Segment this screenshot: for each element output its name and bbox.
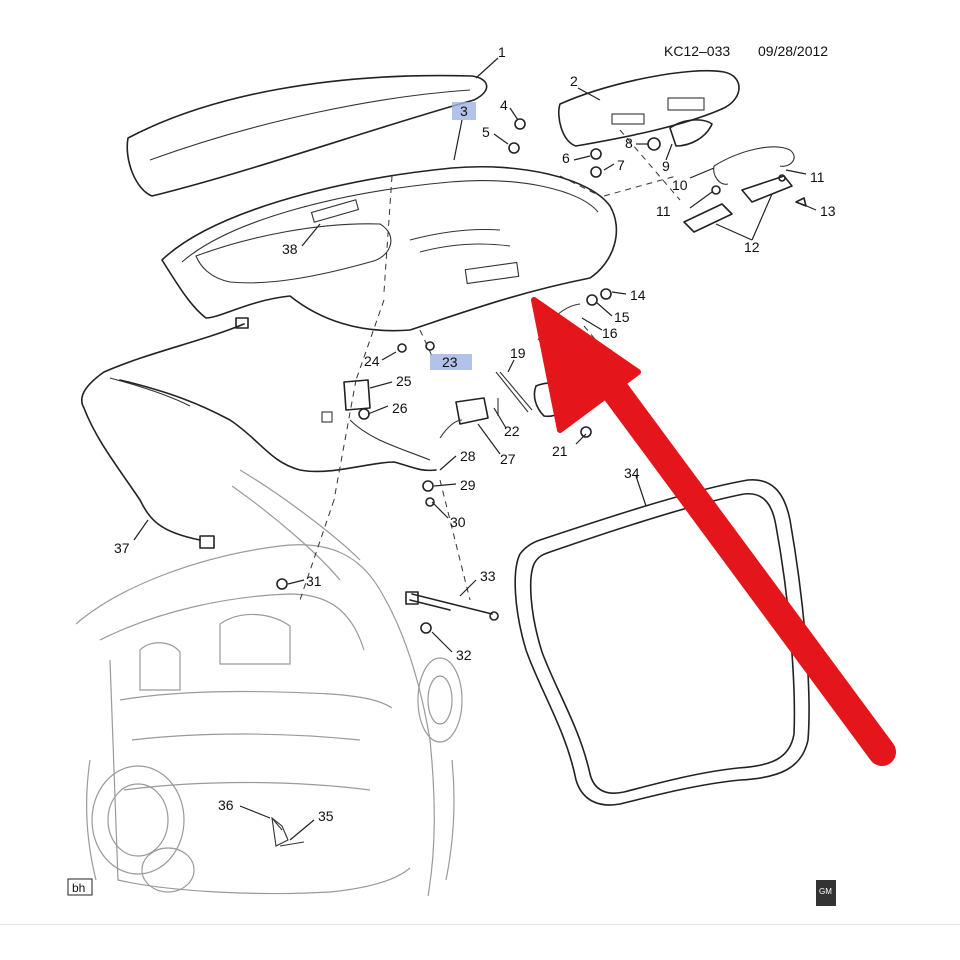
part-37-wiring-harness [80, 317, 437, 549]
callout-14: 14 [630, 287, 646, 303]
red-arrow-annotation [531, 297, 896, 766]
callout-8: 8 [625, 135, 633, 151]
callout-27: 27 [500, 451, 516, 467]
callout-25: 25 [396, 373, 412, 389]
svg-text:bh: bh [72, 881, 85, 895]
callout-3: 3 [460, 103, 468, 119]
callout-2: 2 [570, 73, 578, 89]
callout-31: 31 [306, 573, 322, 589]
part-34-weatherstrip [514, 479, 810, 806]
callout-5: 5 [482, 124, 490, 140]
callout-10: 10 [672, 177, 688, 193]
diagram-reference: KC12–033 [664, 43, 730, 59]
callout-37: 37 [114, 540, 130, 556]
callout-28: 28 [460, 448, 476, 464]
callout-23: 23 [442, 354, 458, 370]
callout-19: 19 [510, 345, 526, 361]
callout-9: 9 [662, 158, 670, 174]
gm-logo: GM [816, 880, 836, 906]
callout-15: 15 [614, 309, 630, 325]
callout-26: 26 [392, 400, 408, 416]
vehicle-body-outline [75, 469, 463, 897]
callout-33: 33 [480, 568, 496, 584]
liftgate-panel [161, 165, 618, 332]
part-33-gas-strut [405, 591, 499, 621]
callout-38: 38 [282, 241, 298, 257]
corner-tag: bh [67, 878, 93, 896]
callout-30: 30 [450, 514, 466, 530]
part-2-spoiler-trim [558, 69, 740, 147]
callout-21: 21 [552, 443, 568, 459]
callout-35: 35 [318, 808, 334, 824]
callout-6: 6 [562, 150, 570, 166]
callout-22: 22 [504, 423, 520, 439]
fastener-parts [276, 118, 807, 634]
callout-36: 36 [218, 797, 234, 813]
alignment-lines [299, 129, 681, 601]
license-lamps [683, 146, 795, 233]
callout-16: 16 [602, 325, 618, 341]
bottom-divider [0, 924, 960, 925]
callout-4: 4 [500, 97, 508, 113]
callout-24: 24 [364, 353, 380, 369]
callout-13: 13 [820, 203, 836, 219]
callouts: 1 2 3 4 5 6 7 8 9 10 11 11 12 13 14 15 1… [114, 44, 836, 824]
callout-1: 1 [498, 44, 506, 60]
part-1-upper-panel [126, 74, 488, 197]
leader-lines [133, 57, 817, 841]
svg-text:GM: GM [819, 887, 832, 896]
callout-29: 29 [460, 477, 476, 493]
callout-32: 32 [456, 647, 472, 663]
callout-11b: 11 [656, 203, 671, 219]
callout-12: 12 [744, 239, 760, 255]
callout-7: 7 [617, 157, 625, 173]
highlight-3 [452, 102, 476, 120]
highlight-23 [430, 354, 472, 370]
callout-11a: 11 [810, 169, 825, 185]
diagram-date: 09/28/2012 [758, 43, 828, 59]
callout-34: 34 [624, 465, 640, 481]
